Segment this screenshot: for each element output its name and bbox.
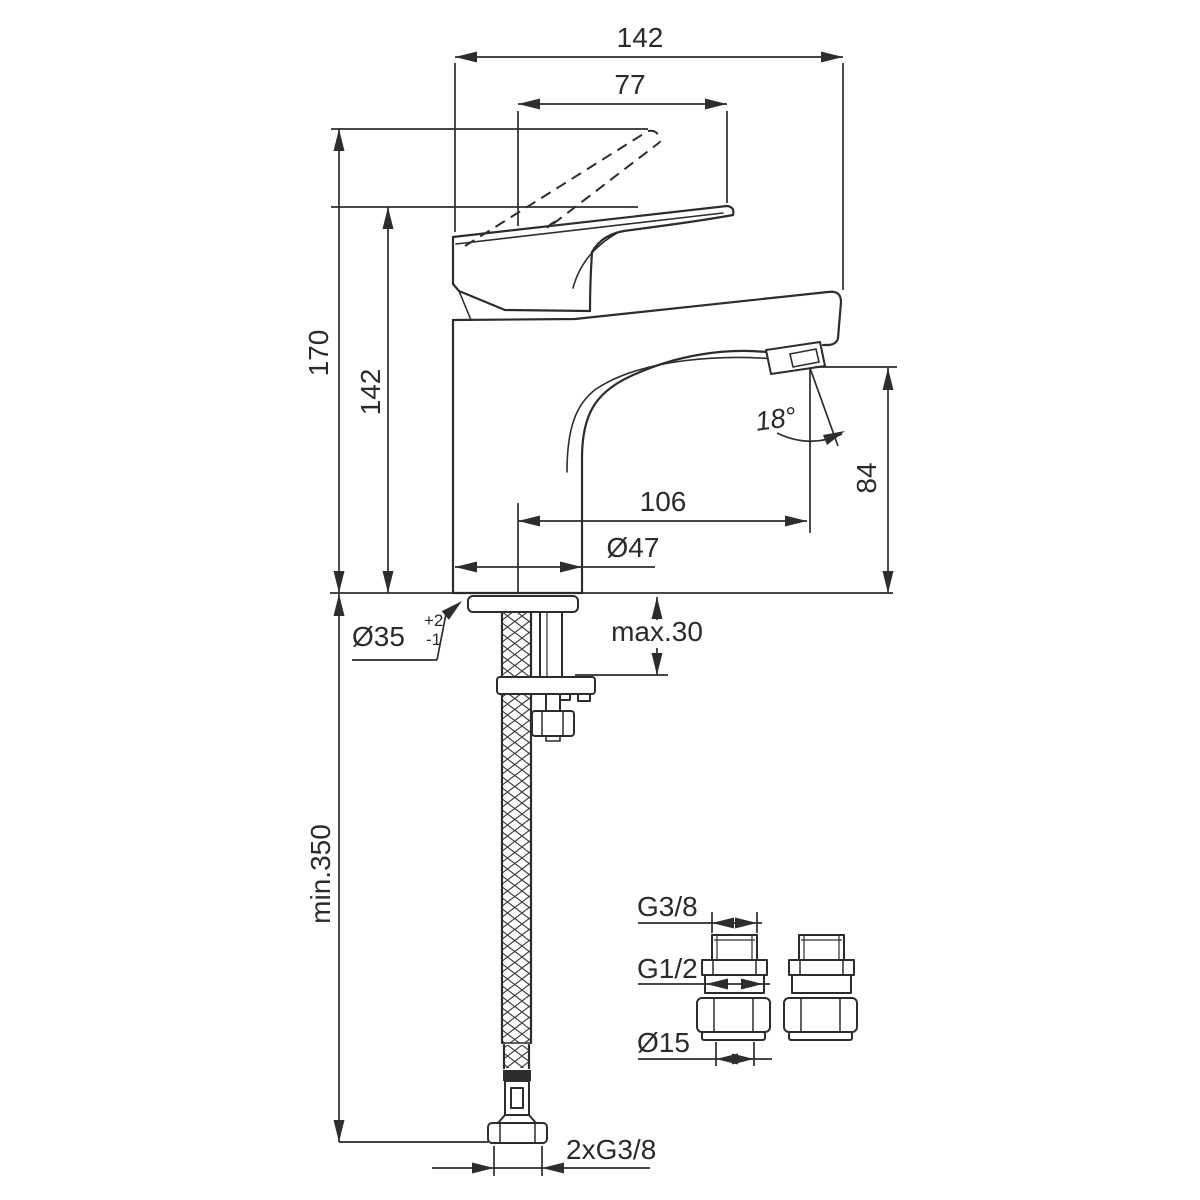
dim-mounting-hole-label: Ø35 [352, 621, 405, 652]
dim-adapter-bottom-thread: G1/2 [637, 953, 770, 990]
dim-adapter-pipe-diameter: Ø15 [637, 1027, 772, 1066]
dim-hose-clearance-label: min.350 [305, 824, 336, 924]
dim-spout-height-label: 84 [851, 462, 882, 493]
spout-aerator [765, 341, 826, 375]
dim-spout-angle: 18° [753, 367, 845, 447]
mounting-hardware-washer-nut [496, 676, 596, 742]
dim-mounting-hole-tol-lower: -1 [426, 630, 441, 649]
dim-mounting-hole-tol-upper: +2 [424, 611, 443, 630]
dim-total-width-label: 142 [617, 22, 664, 53]
dim-hose-connection: 2xG3/8 [432, 1134, 656, 1176]
dim-spout-angle-label: 18° [753, 401, 798, 436]
dim-hose-clearance: min.350 [305, 594, 488, 1143]
dim-base-diameter: Ø47 [455, 532, 659, 573]
dim-hose-connection-label: 2xG3/8 [566, 1134, 656, 1165]
dim-deck-thickness: max.30 [575, 597, 703, 676]
dim-mounting-hole: Ø35 +2 -1 [352, 601, 462, 661]
dim-adapter-pipe-diameter-label: Ø15 [637, 1027, 690, 1058]
dim-base-diameter-label: Ø47 [607, 532, 660, 563]
dim-body-height-label: 142 [355, 369, 386, 416]
handle-raised-dashed [464, 129, 661, 247]
dim-total-height: 170 [303, 129, 345, 593]
hose-end-fitting [487, 1080, 548, 1144]
dim-spout-reach: 106 [517, 368, 811, 593]
dim-spout-reach-label: 106 [640, 486, 687, 517]
mounting-hardware [330, 592, 893, 678]
dim-adapter-top-thread-label: G3/8 [637, 891, 698, 922]
dim-total-width: 142 [454, 22, 844, 290]
dim-body-height: 142 [355, 207, 394, 593]
adapter-fitting-left [696, 934, 771, 1041]
dim-total-height-label: 170 [303, 330, 334, 377]
dim-adapter-top-thread: G3/8 [637, 891, 762, 933]
adapter-fitting-right [783, 934, 858, 1041]
dim-deck-thickness-label: max.30 [611, 616, 703, 647]
dim-handle-span-label: 77 [614, 69, 645, 100]
handle-lever [451, 204, 735, 321]
dim-adapter-bottom-thread-label: G1/2 [637, 953, 698, 984]
dim-spout-height: 84 [815, 366, 897, 593]
